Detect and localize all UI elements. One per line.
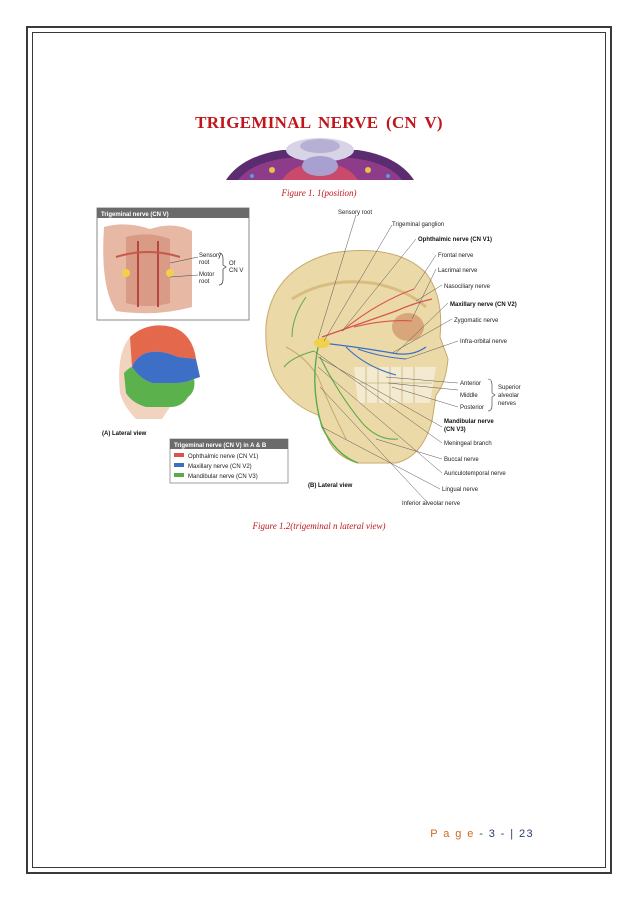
inset-label-sensory: Sensory xyxy=(199,253,221,259)
page-border-outer xyxy=(26,26,612,874)
footer-page-word: P a g e xyxy=(430,828,475,840)
legend-swatch-mandibular xyxy=(174,473,184,477)
label-meningeal-branch: Meningeal branch xyxy=(444,441,492,447)
label-maxillary-nerve: Maxillary nerve (CN V2) xyxy=(450,302,517,308)
label-frontal-nerve: Frontal nerve xyxy=(438,253,474,259)
label-anterior: Anterior xyxy=(460,381,481,387)
legend-item-mandibular: Mandibular nerve (CN V3) xyxy=(188,474,258,480)
figure-1-image xyxy=(222,136,418,180)
label-auriculotemporal-nerve: Auriculotemporal nerve xyxy=(444,471,506,477)
label-zygomatic-nerve: Zygomatic nerve xyxy=(454,318,499,324)
legend-swatch-ophthalmic xyxy=(174,453,184,457)
footer-total-pages: 23 xyxy=(518,828,534,840)
panel-a-head: (A) Lateral view xyxy=(102,325,200,437)
inset-title: Trigeminal nerve (CN V) xyxy=(101,212,169,218)
legend-item-maxillary: Maxillary nerve (CN V2) xyxy=(188,464,252,470)
legend-item-ophthalmic: Ophthalmic nerve (CN V1) xyxy=(188,454,258,460)
label-lacrimal-nerve: Lacrimal nerve xyxy=(438,268,478,274)
legend-title: Trigeminal nerve (CN V) in A & B xyxy=(174,443,267,449)
label-inferior-alveolar-nerve: Inferior alveolar nerve xyxy=(402,501,461,507)
footer-page-number: - 3 - xyxy=(479,828,506,840)
leader-lines xyxy=(313,214,459,502)
label-middle: Middle xyxy=(460,393,478,399)
inset-label-cnv: CN V xyxy=(229,268,243,274)
label-posterior: Posterior xyxy=(460,405,484,411)
panel-a-label: (A) Lateral view xyxy=(102,431,147,437)
label-trigeminal-ganglion: Trigeminal ganglion xyxy=(392,222,444,228)
alveolar-brace xyxy=(487,378,496,412)
page-border-inner xyxy=(32,32,606,868)
figure-2-image: Trigeminal nerve (CN V) Sensory root Mot… xyxy=(96,207,536,511)
label-buccal-nerve: Buccal nerve xyxy=(444,457,479,463)
label-alveolar: alveolar xyxy=(498,393,519,399)
inset-label-root-1: root xyxy=(199,260,210,266)
figure-2-caption: Figure 1.2(trigeminal n lateral view) xyxy=(252,521,386,531)
label-infraorbital-nerve: Infra-orbital nerve xyxy=(460,339,508,345)
label-mandibular-cn: (CN V3) xyxy=(444,427,466,433)
label-mandibular-nerve: Mandibular nerve xyxy=(444,419,494,425)
panel-b-skull: (B) Lateral view xyxy=(265,250,449,489)
label-sensory-root: Sensory root xyxy=(338,210,372,216)
legend: Trigeminal nerve (CN V) in A & B Ophthal… xyxy=(169,438,289,484)
inset-brainstem-panel: Trigeminal nerve (CN V) Sensory root Mot… xyxy=(96,207,250,321)
page-title: TRIGEMINAL NERVE (CN V) xyxy=(195,113,443,132)
footer-separator: | xyxy=(510,828,515,840)
panel-b-label: (B) Lateral view xyxy=(308,483,353,489)
label-nerves: nerves xyxy=(498,401,516,407)
label-ophthalmic-nerve: Ophthalmic nerve (CN V1) xyxy=(418,237,492,243)
label-nasociliary-nerve: Nasociliary nerve xyxy=(444,284,491,290)
inset-label-root-2: root xyxy=(199,279,210,285)
inset-label-motor: Motor xyxy=(199,272,214,278)
label-superior: Superior xyxy=(498,385,521,391)
inset-label-of: Of xyxy=(229,261,236,267)
label-lingual-nerve: Lingual nerve xyxy=(442,487,479,493)
figure-1-caption: Figure 1. 1(position) xyxy=(281,188,357,198)
legend-swatch-maxillary xyxy=(174,463,184,467)
page-footer: P a g e - 3 - | 23 xyxy=(430,828,534,840)
